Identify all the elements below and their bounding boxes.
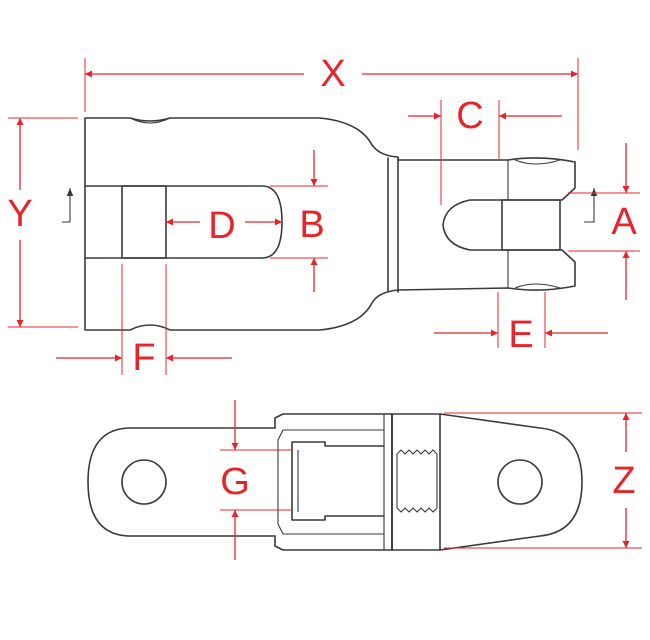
label-g: G	[220, 461, 250, 503]
dimensions: X Y C B D	[7, 53, 642, 560]
dimension-e: E	[434, 292, 608, 356]
dimension-z: Z	[444, 412, 642, 549]
label-b: B	[299, 204, 324, 246]
thread-block	[391, 413, 441, 551]
inner-pin-slot	[291, 441, 385, 521]
thread-teeth-bottom	[396, 507, 438, 513]
top-view	[62, 117, 598, 331]
right-eye-plate	[439, 413, 583, 551]
dimension-d: D	[166, 205, 282, 247]
label-z: Z	[612, 460, 635, 502]
section-arrow-left	[62, 188, 74, 223]
dimension-f: F	[56, 264, 232, 379]
label-a: A	[611, 201, 637, 243]
dimension-c: C	[408, 95, 562, 205]
label-c: C	[456, 95, 483, 137]
small-pin-cap-bottom	[514, 283, 561, 289]
small-pin-cap-top	[514, 159, 561, 165]
left-eye-hole	[121, 459, 167, 505]
thread-teeth-top	[396, 449, 438, 455]
large-pin-cap-top	[129, 117, 171, 124]
large-clevis-pin	[121, 185, 167, 259]
label-y: Y	[7, 193, 32, 235]
dimension-a: A	[568, 143, 640, 300]
housing-left-profile	[277, 429, 284, 535]
label-e: E	[508, 314, 533, 356]
left-eye-plate	[87, 427, 276, 537]
dimension-b: B	[270, 150, 328, 292]
dimension-g: G	[220, 400, 292, 560]
label-x: X	[320, 53, 345, 95]
section-arrow-right	[584, 188, 598, 223]
dimension-x: X	[84, 53, 579, 150]
top-body-outline	[84, 117, 576, 331]
label-f: F	[132, 337, 155, 379]
small-clevis-pin	[501, 199, 561, 251]
right-eye-hole	[497, 459, 543, 505]
bottom-view	[87, 413, 583, 551]
label-d: D	[208, 205, 235, 247]
dimension-y: Y	[7, 117, 78, 328]
